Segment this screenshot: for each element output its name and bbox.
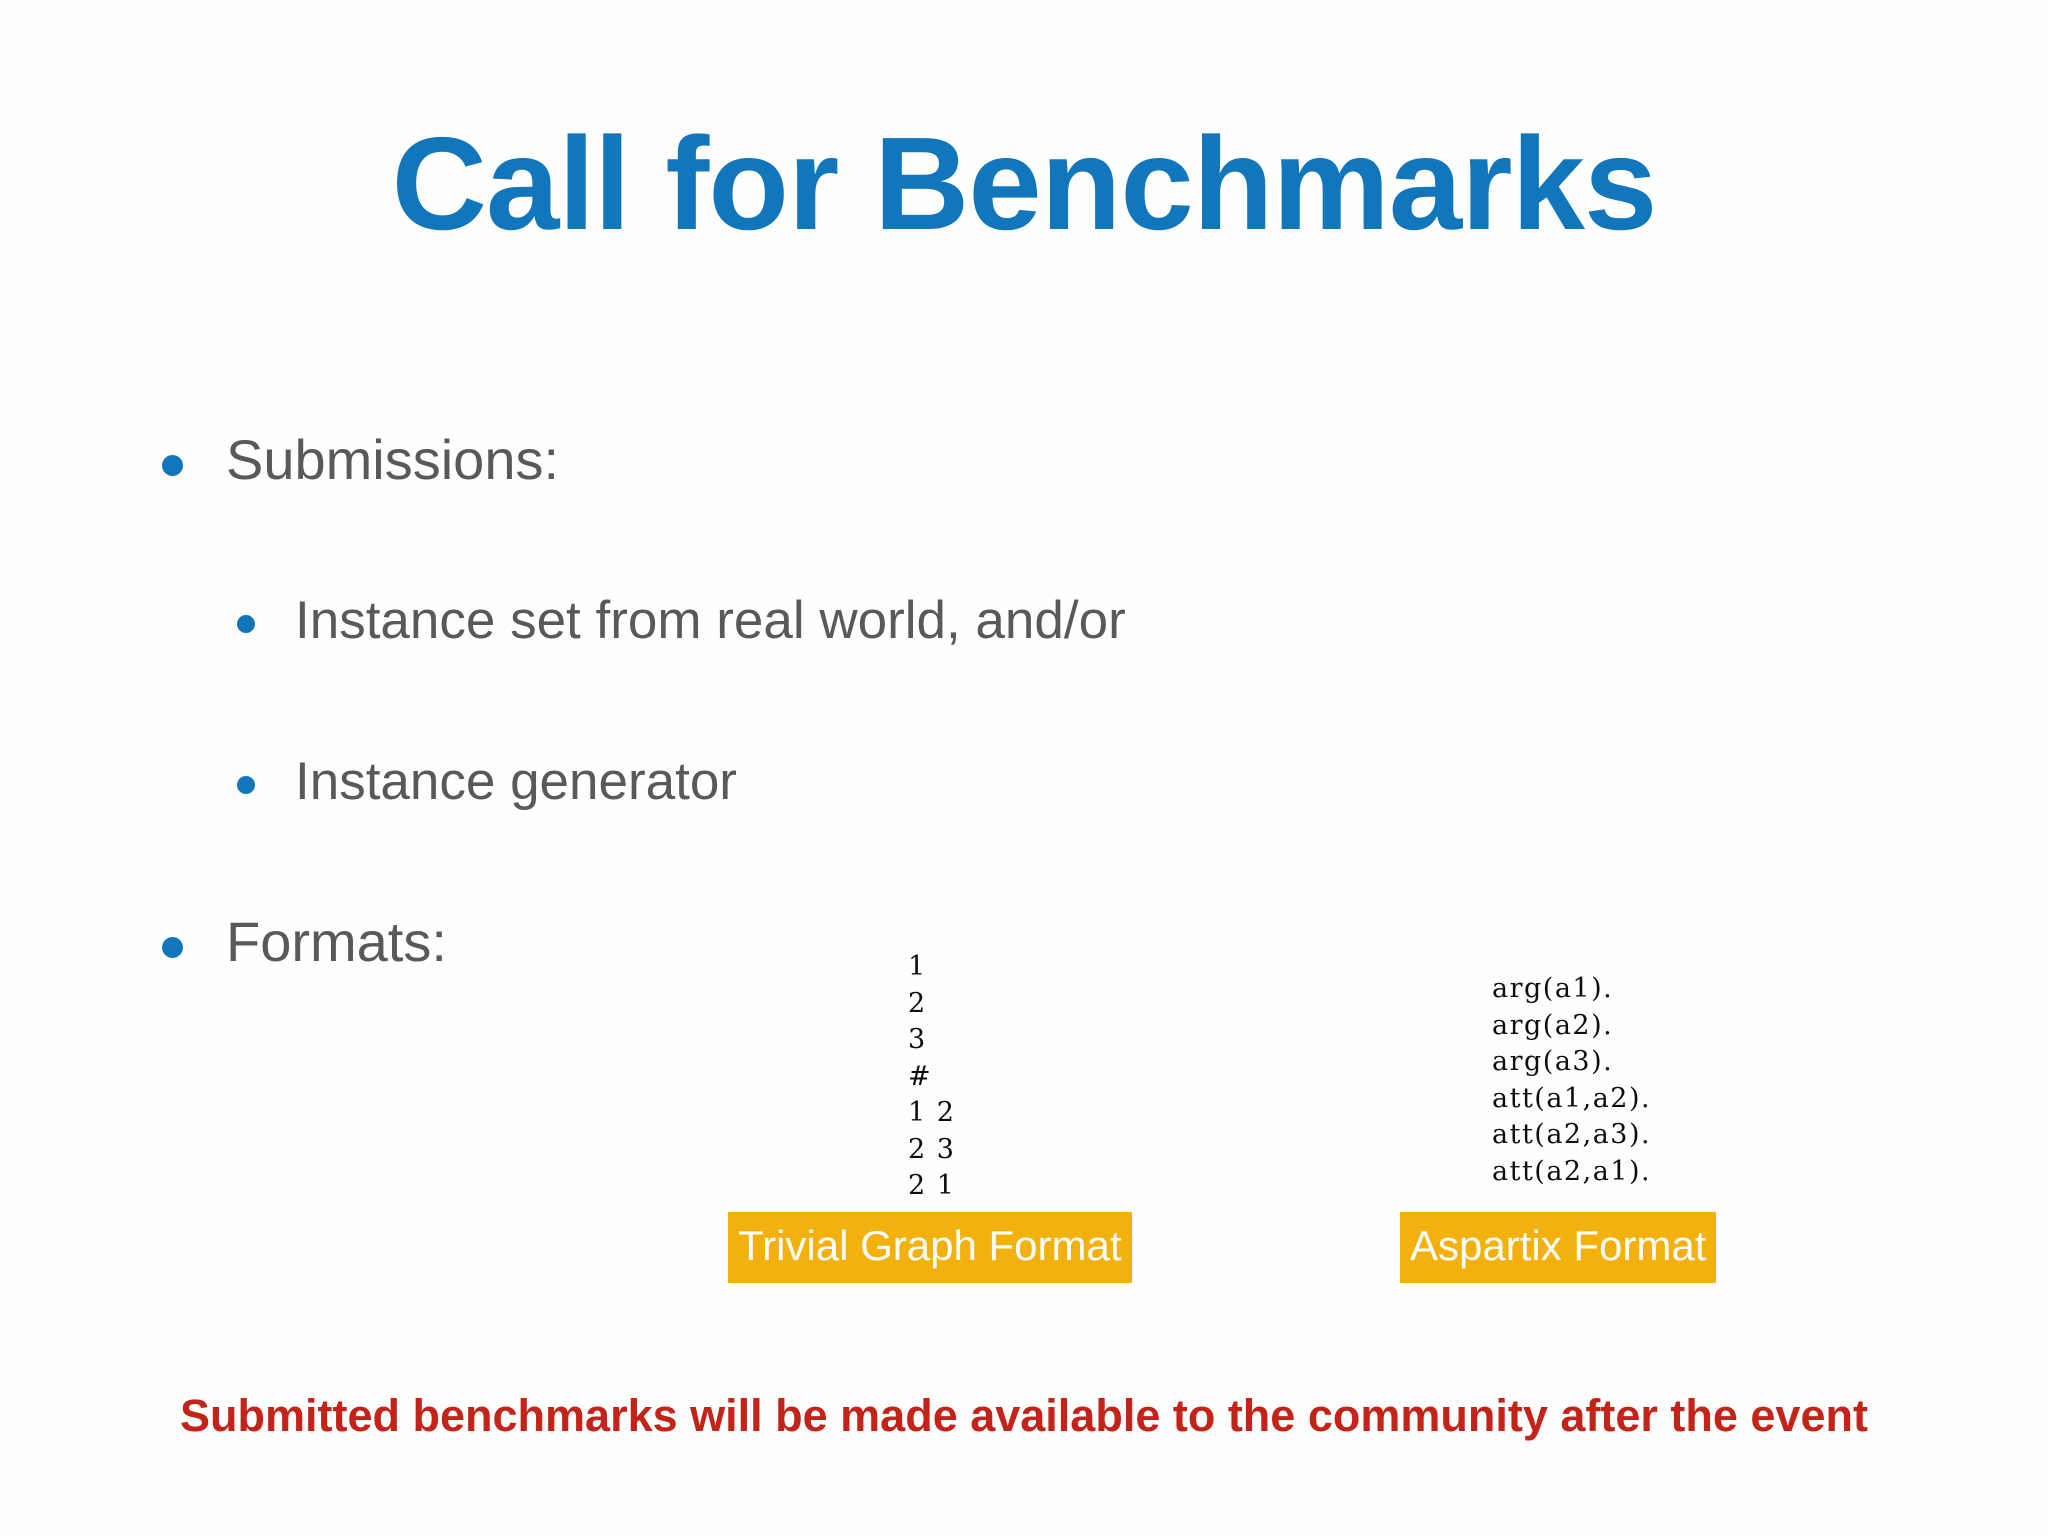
- bullet-label: Instance generator: [295, 752, 737, 811]
- bullet-label: Instance set from real world, and/or: [295, 591, 1126, 650]
- bullet-dot-icon: [237, 615, 255, 633]
- bullet-item-formats: Formats:: [162, 910, 447, 973]
- bullet-dot-icon: [237, 776, 255, 794]
- bullet-label: Formats:: [226, 910, 447, 973]
- bullet-item-submissions: Submissions:: [162, 428, 560, 491]
- bullet-item-instance-generator: Instance generator: [237, 754, 737, 810]
- bullet-dot-icon: [162, 937, 183, 958]
- bullet-label: Submissions:: [226, 428, 560, 491]
- format-caption-aspartix-format: Aspartix Format: [1400, 1212, 1717, 1283]
- code-sample-trivial-graph-format: 1 2 3 # 1 2 2 3 2 1: [908, 951, 956, 1201]
- format-caption-trivial-graph-format: Trivial Graph Format: [728, 1212, 1132, 1283]
- code-sample-aspartix-format: arg(a1). arg(a2). arg(a3). att(a1,a2). a…: [1492, 973, 1652, 1187]
- page-title: Call for Benchmarks: [391, 110, 1658, 257]
- bullet-dot-icon: [162, 455, 183, 476]
- footer-note: Submitted benchmarks will be made availa…: [180, 1390, 1868, 1441]
- bullet-item-instance-set: Instance set from real world, and/or: [237, 593, 1126, 649]
